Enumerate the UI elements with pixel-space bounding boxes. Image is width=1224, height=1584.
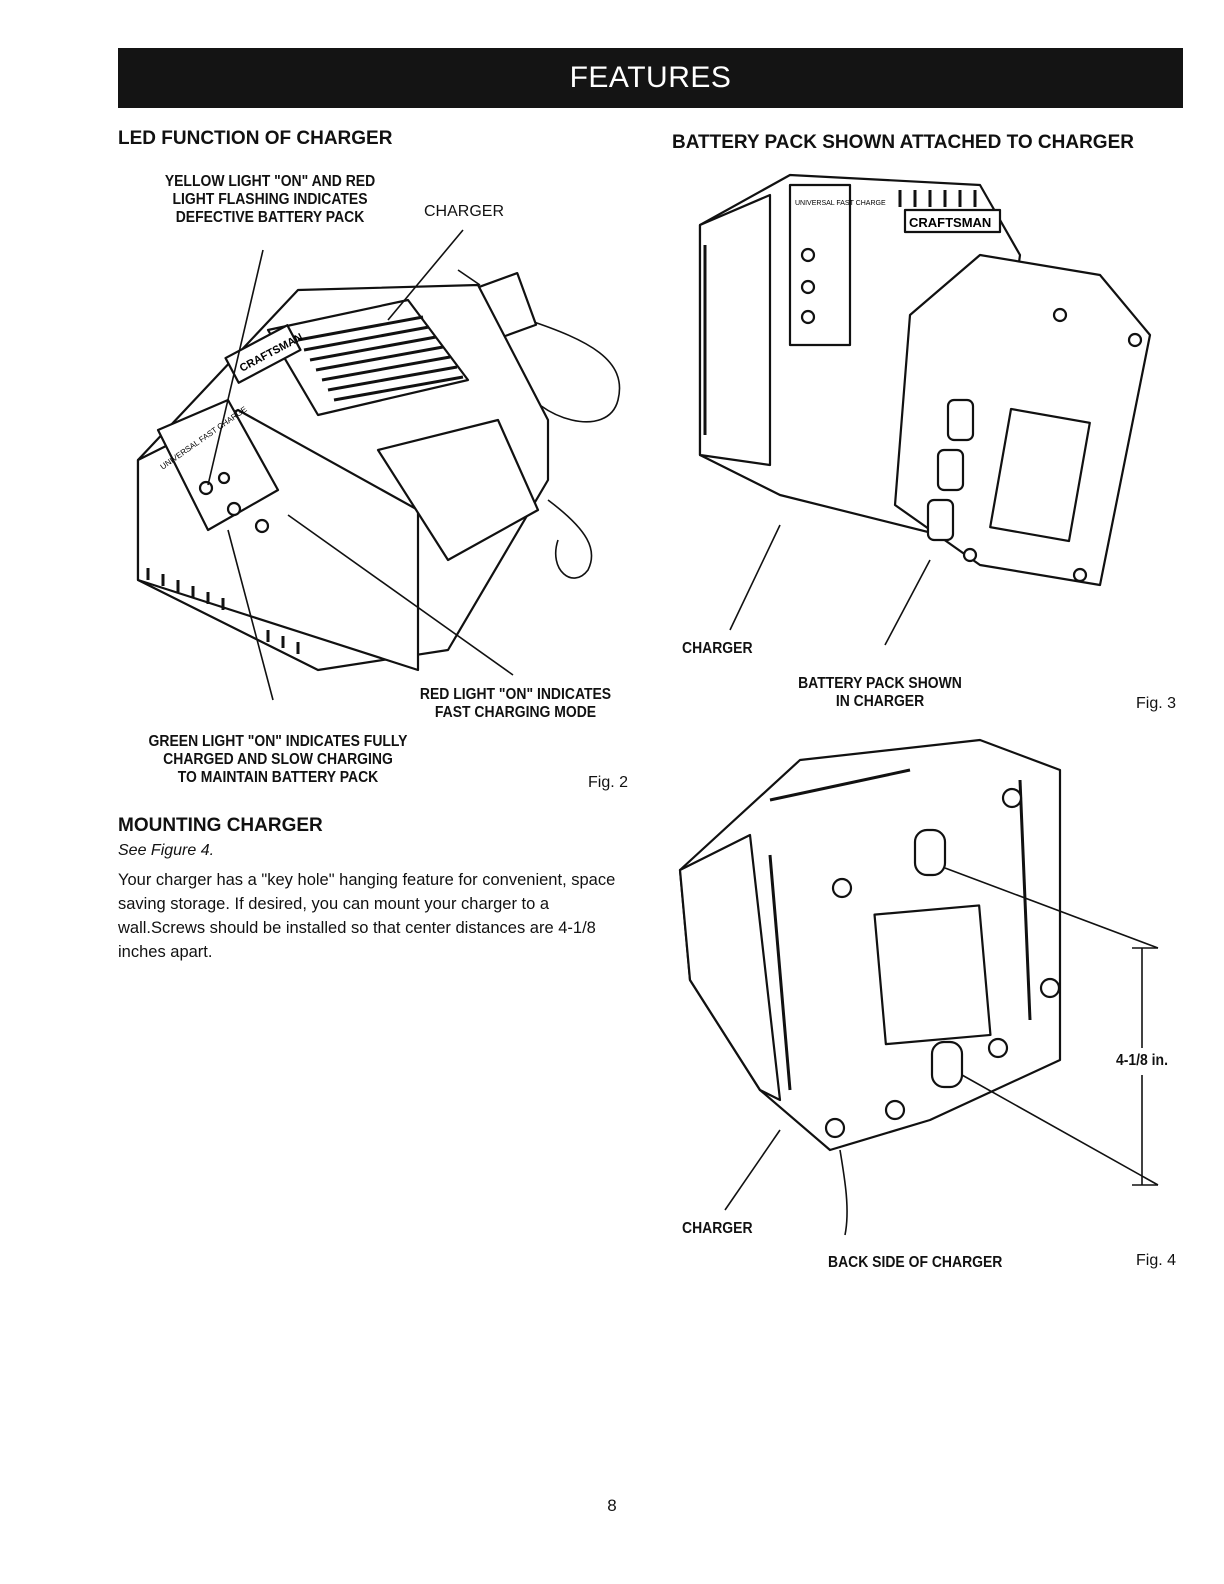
yellow-led-icon bbox=[800, 247, 816, 263]
charger-back-illustration bbox=[678, 738, 1159, 1236]
back-side-caption: BACK SIDE OF CHARGER bbox=[828, 1254, 1003, 1271]
brand-text: CRAFTSMAN bbox=[909, 215, 991, 230]
red-light-callout: RED LIGHT "ON" INDICATES FAST CHARGING M… bbox=[410, 686, 622, 722]
fig4-charger-label: CHARGER bbox=[682, 1220, 753, 1237]
callout-line: IN CHARGER bbox=[835, 693, 925, 710]
screw-icon bbox=[1001, 787, 1023, 809]
battery-shown-label: BATTERY PACK SHOWN IN CHARGER bbox=[772, 675, 988, 711]
callout-line: FAST CHARGING MODE bbox=[434, 704, 597, 721]
screw-icon bbox=[1052, 307, 1068, 323]
red-led-icon bbox=[226, 501, 242, 517]
fig-4-label: Fig. 4 bbox=[1136, 1252, 1177, 1269]
charger-callout: CHARGER bbox=[424, 203, 505, 220]
dimension-leader-top bbox=[944, 867, 1159, 949]
green-led-icon bbox=[254, 518, 270, 534]
charger-left-face bbox=[678, 833, 782, 1102]
fig-3-label: Fig. 3 bbox=[1136, 695, 1177, 712]
see-figure-note: See Figure 4. bbox=[118, 842, 215, 859]
fig-2-label: Fig. 2 bbox=[588, 774, 629, 791]
callout-line: LIGHT FLASHING INDICATES bbox=[172, 191, 368, 208]
leader-battery bbox=[884, 559, 931, 646]
callout-line: GREEN LIGHT "ON" INDICATES FULLY bbox=[148, 733, 408, 750]
led-panel bbox=[788, 183, 852, 347]
power-cord-coil bbox=[547, 499, 593, 579]
callout-line: DEFECTIVE BATTERY PACK bbox=[175, 209, 365, 226]
red-led-icon bbox=[800, 279, 816, 295]
mounting-heading: MOUNTING CHARGER bbox=[118, 815, 323, 836]
key-hole-icon bbox=[913, 828, 947, 877]
battery-label-area bbox=[989, 407, 1091, 543]
power-cord bbox=[517, 319, 621, 423]
page-number: 8 bbox=[607, 1496, 617, 1515]
led-panel bbox=[156, 398, 280, 532]
battery-rib bbox=[926, 498, 955, 542]
bottom-vent-lines bbox=[146, 568, 300, 654]
callout-line: YELLOW LIGHT "ON" AND RED bbox=[164, 173, 376, 190]
screw-icon bbox=[1039, 977, 1061, 999]
callout-line: TO MAINTAIN BATTERY PACK bbox=[177, 769, 379, 786]
leader-charger bbox=[724, 1129, 781, 1211]
yellow-led-icon bbox=[198, 480, 214, 496]
top-vent-lines bbox=[898, 190, 977, 207]
power-cord bbox=[839, 1149, 848, 1236]
mounting-body: Your charger has a "key hole" hanging fe… bbox=[118, 871, 616, 961]
leader-yellow bbox=[207, 249, 264, 486]
brand-plate bbox=[224, 324, 302, 384]
leader-green bbox=[227, 529, 274, 701]
vent-lines bbox=[297, 315, 464, 402]
screw-icon bbox=[987, 1037, 1009, 1059]
vent-lines bbox=[768, 768, 1032, 1091]
callout-line: RED LIGHT "ON" INDICATES bbox=[419, 686, 612, 703]
dimension-leader-bottom bbox=[961, 1074, 1159, 1186]
charger-side bbox=[698, 193, 772, 467]
panel-text: UNIVERSAL FAST CHARGE bbox=[795, 200, 886, 207]
back-label-area bbox=[873, 904, 992, 1046]
brand-plate bbox=[903, 208, 1002, 234]
yellow-light-callout: YELLOW LIGHT "ON" AND RED LIGHT FLASHING… bbox=[140, 173, 401, 227]
section-title: FEATURES bbox=[569, 61, 732, 94]
callout-line: CHARGED AND SLOW CHARGING bbox=[163, 751, 393, 768]
screw-icon bbox=[962, 547, 978, 563]
green-led-icon bbox=[800, 309, 816, 325]
dimension-label: 4-1/8 in. bbox=[1116, 1052, 1168, 1069]
screw-icon bbox=[824, 1117, 846, 1139]
leader-red bbox=[287, 514, 514, 676]
bad-battery-led-icon bbox=[217, 471, 231, 485]
battery-well bbox=[376, 418, 540, 562]
screw-icon bbox=[884, 1099, 906, 1121]
leader-charger bbox=[729, 524, 781, 631]
charger-front-illustration: CRAFTSMAN UNIVERSAL FAST CHARGE bbox=[136, 229, 621, 701]
battery-rib bbox=[946, 398, 975, 442]
battery-in-charger-illustration: UNIVERSAL FAST CHARGE CRAFTSMAN bbox=[698, 173, 1152, 646]
screw-icon bbox=[1072, 567, 1088, 583]
section-banner: FEATURES bbox=[118, 48, 1183, 108]
key-hole-icon bbox=[930, 1040, 964, 1089]
green-light-callout: GREEN LIGHT "ON" INDICATES FULLY CHARGED… bbox=[134, 733, 422, 787]
battery-attached-heading: BATTERY PACK SHOWN ATTACHED TO CHARGER bbox=[672, 132, 1134, 153]
battery-rib bbox=[936, 448, 965, 492]
screw-icon bbox=[1127, 332, 1143, 348]
leader-charger bbox=[387, 229, 464, 321]
screw-icon bbox=[831, 877, 853, 899]
callout-line: BATTERY PACK SHOWN bbox=[798, 675, 962, 692]
led-function-heading: LED FUNCTION OF CHARGER bbox=[118, 128, 393, 149]
fig3-charger-label: CHARGER bbox=[682, 640, 753, 657]
